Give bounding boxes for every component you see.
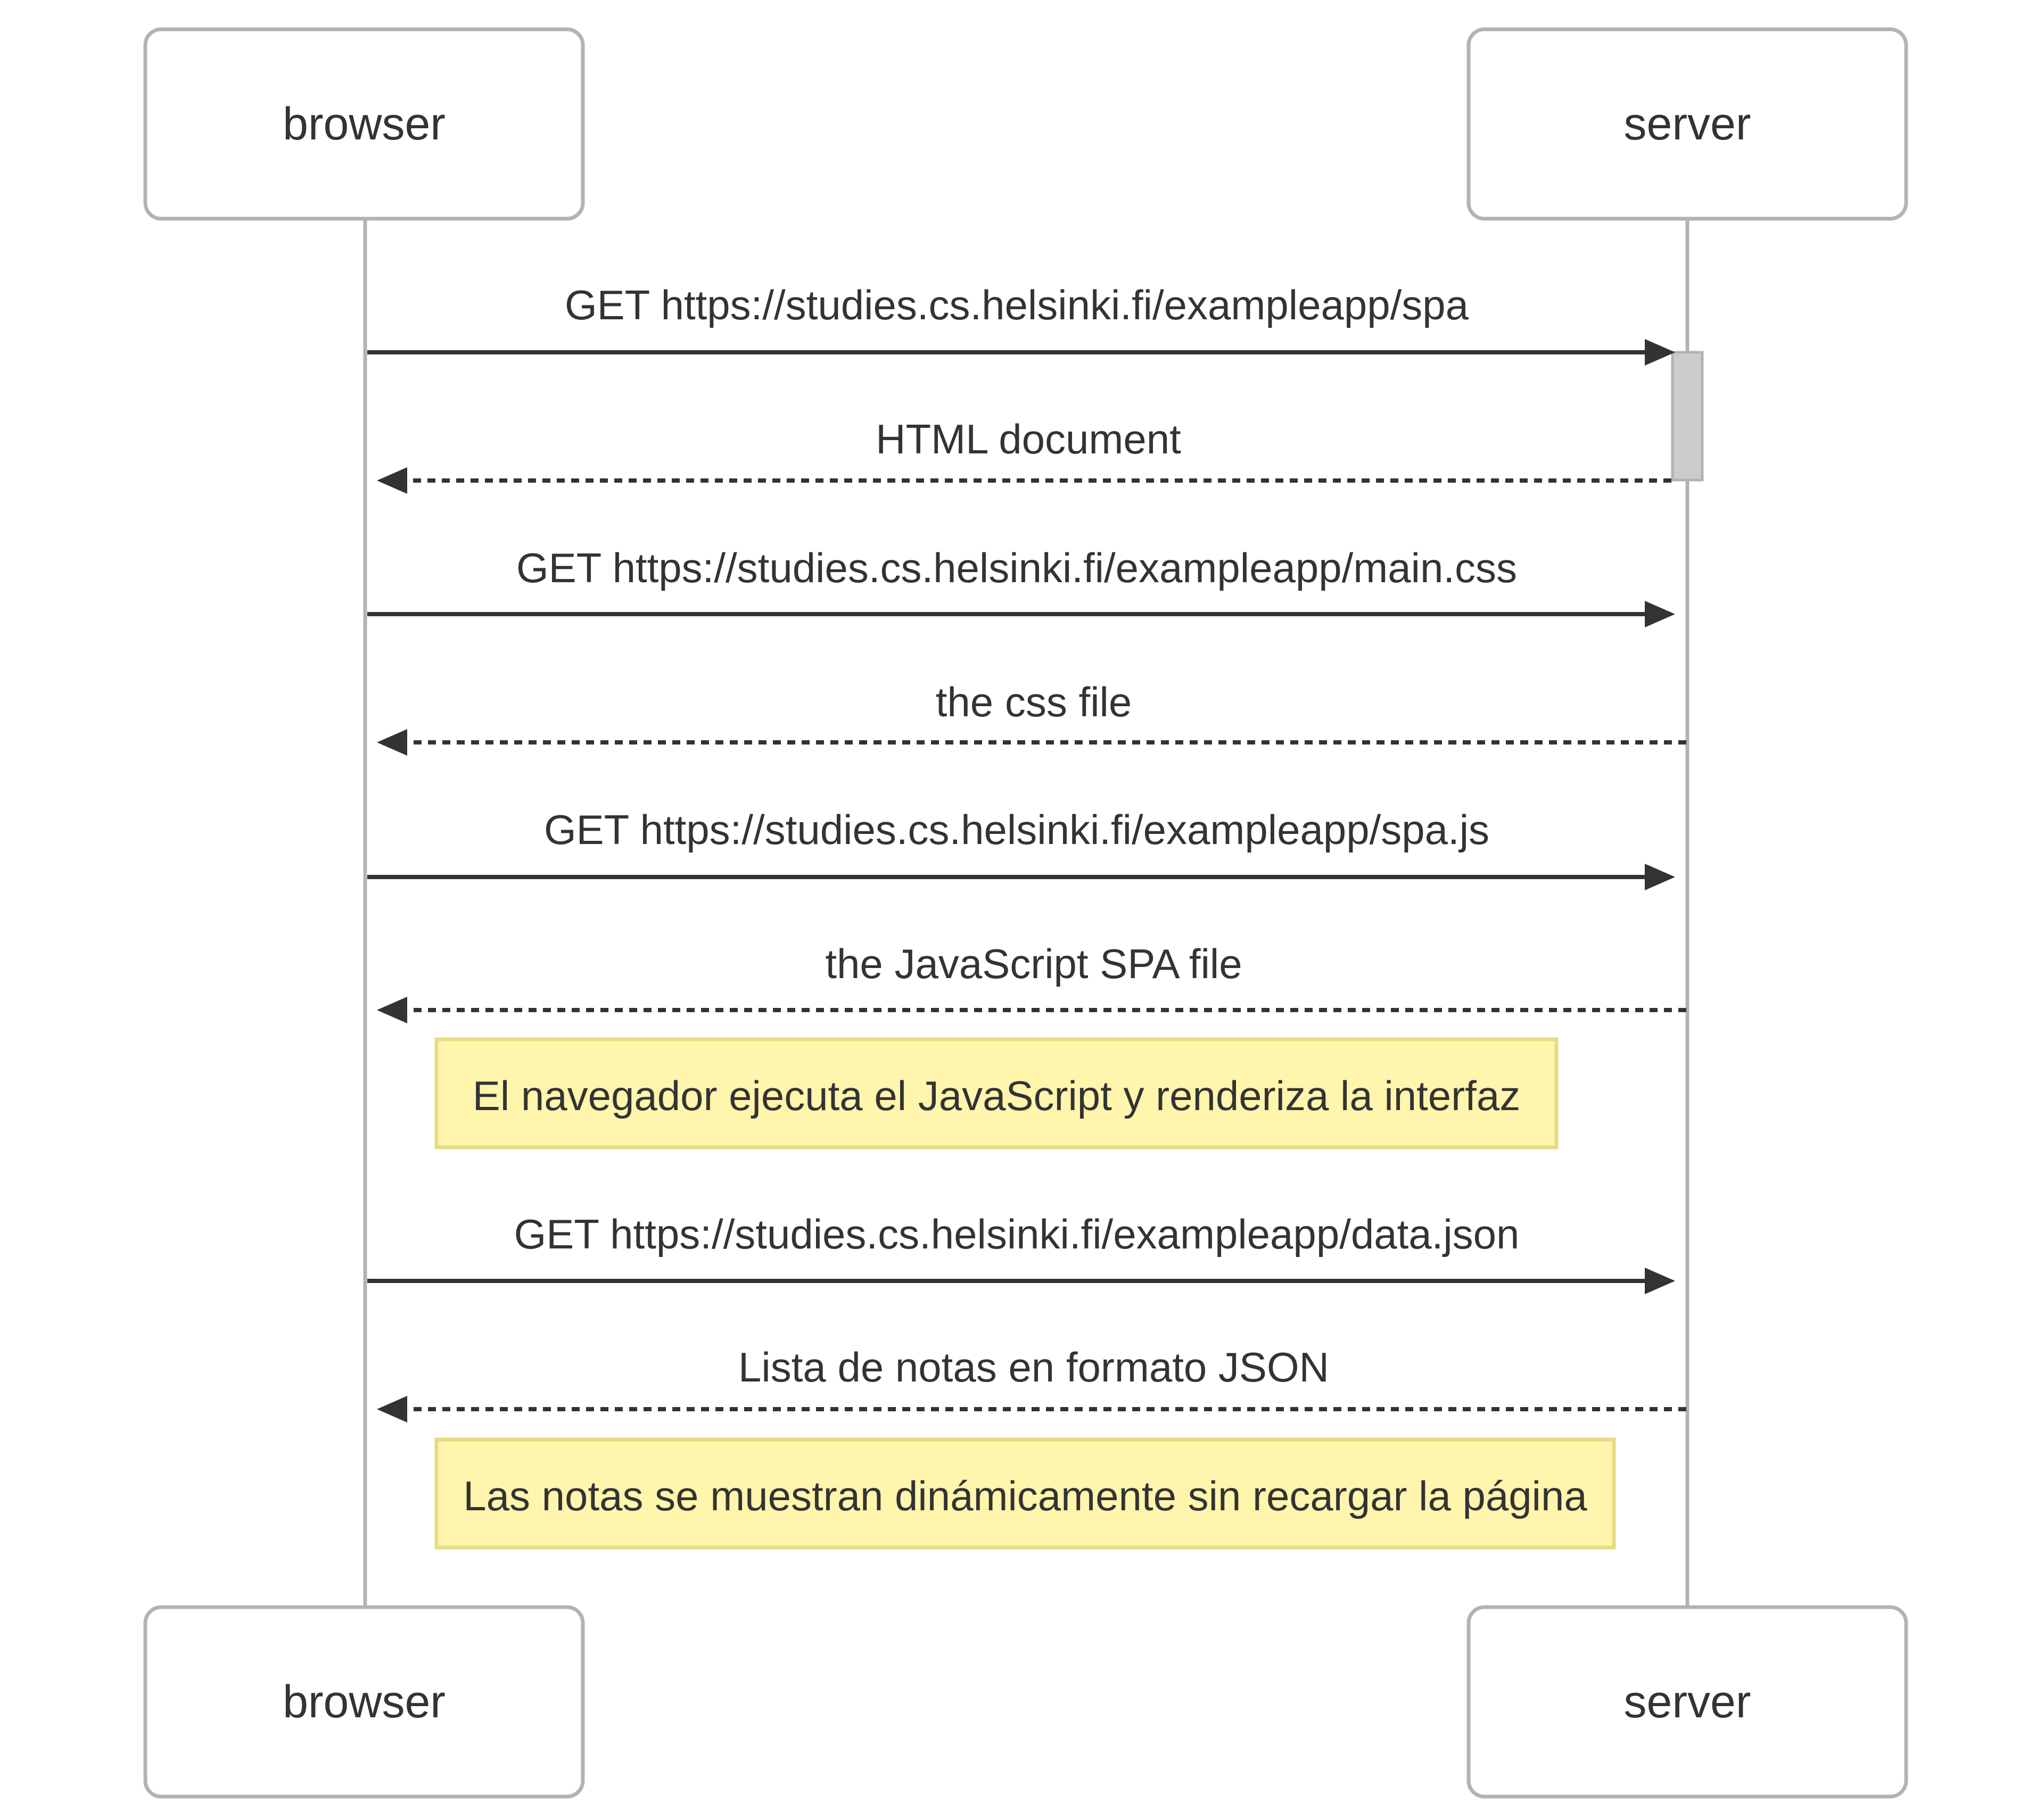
message-get-spa-arrowhead xyxy=(1645,339,1675,366)
message-spa-file-label: the JavaScript SPA file xyxy=(825,940,1242,987)
message-get-spa-label: GET https://studies.cs.helsinki.fi/examp… xyxy=(565,282,1469,328)
note-js-render-label: El navegador ejecuta el JavaScript y ren… xyxy=(473,1072,1520,1119)
message-get-spa-js-arrowhead xyxy=(1645,864,1675,890)
message-html-document-label: HTML document xyxy=(876,416,1181,462)
message-css-file: the css file xyxy=(377,679,1686,756)
message-css-file-arrowhead xyxy=(377,729,407,756)
message-get-spa: GET https://studies.cs.helsinki.fi/examp… xyxy=(367,282,1675,366)
note-dynamic-notes-label: Las notas se muestran dinámicamente sin … xyxy=(463,1472,1587,1519)
message-json-list-arrowhead xyxy=(377,1396,407,1422)
message-html-document: HTML document xyxy=(377,416,1671,494)
message-get-main-css: GET https://studies.cs.helsinki.fi/examp… xyxy=(367,544,1675,627)
message-get-data-json: GET https://studies.cs.helsinki.fi/examp… xyxy=(367,1211,1675,1294)
message-get-spa-js: GET https://studies.cs.helsinki.fi/examp… xyxy=(367,806,1675,890)
server-activation xyxy=(1671,351,1704,482)
server-actor-top: server xyxy=(1466,27,1908,221)
note-dynamic-notes: Las notas se muestran dinámicamente sin … xyxy=(434,1437,1616,1550)
message-get-main-css-arrowhead xyxy=(1645,601,1675,627)
server-actor-bottom: server xyxy=(1466,1605,1908,1799)
message-spa-file-arrowhead xyxy=(377,997,407,1023)
browser-actor-top-label: browser xyxy=(283,98,446,150)
message-get-spa-js-label: GET https://studies.cs.helsinki.fi/examp… xyxy=(544,806,1489,853)
message-get-main-css-label: GET https://studies.cs.helsinki.fi/examp… xyxy=(516,544,1517,591)
note-js-render: El navegador ejecuta el JavaScript y ren… xyxy=(434,1037,1559,1149)
browser-actor-bottom-label: browser xyxy=(283,1676,446,1727)
message-css-file-label: the css file xyxy=(936,679,1132,725)
message-json-list: Lista de notas en formato JSON xyxy=(377,1344,1686,1422)
browser-actor-bottom: browser xyxy=(143,1605,585,1799)
message-spa-file: the JavaScript SPA file xyxy=(377,940,1686,1023)
server-actor-top-label: server xyxy=(1624,98,1751,150)
message-json-list-label: Lista de notas en formato JSON xyxy=(738,1344,1329,1391)
message-html-document-arrowhead xyxy=(377,467,407,494)
message-get-data-json-label: GET https://studies.cs.helsinki.fi/examp… xyxy=(514,1211,1520,1258)
message-get-data-json-arrowhead xyxy=(1645,1268,1675,1294)
browser-actor-top: browser xyxy=(143,27,585,221)
server-actor-bottom-label: server xyxy=(1624,1676,1751,1727)
